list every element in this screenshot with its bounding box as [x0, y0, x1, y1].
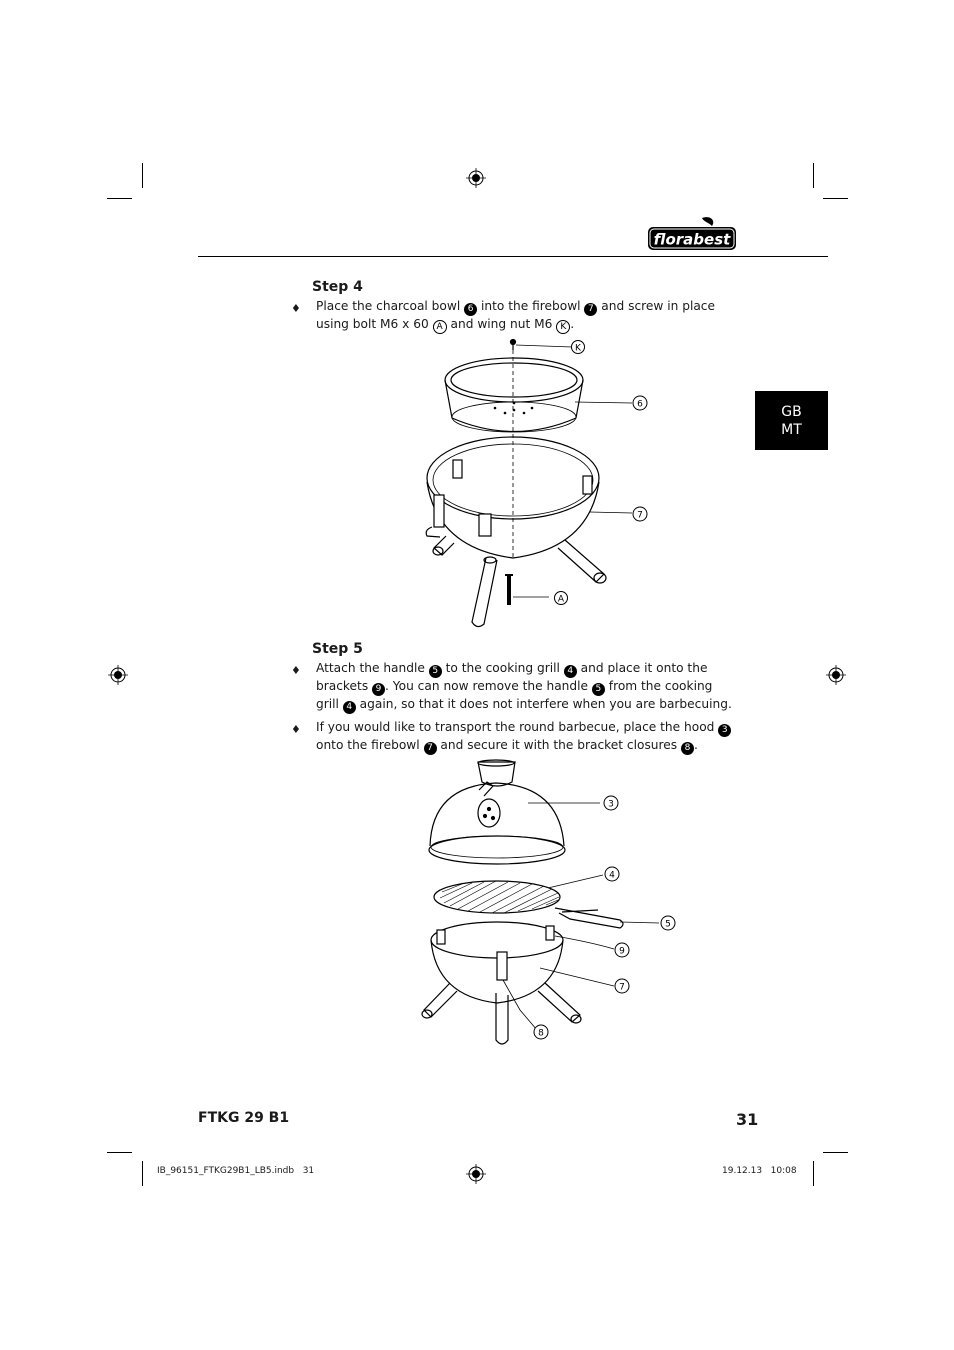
registration-mark-icon: [466, 168, 486, 188]
model-number: FTKG 29 B1: [198, 1110, 290, 1126]
step4-assembly-illustration: K 6 7 A: [425, 338, 648, 628]
callout-label: 9: [619, 947, 625, 957]
bullet-icon: ♦: [291, 302, 301, 315]
part-letter-badge: K: [556, 320, 571, 334]
part-letter-badge: A: [432, 320, 447, 334]
page-number: 31: [736, 1110, 759, 1129]
slug-file-name: IB_96151_FTKG29B1_LB5.indb 31: [157, 1166, 315, 1176]
header-rule: [198, 256, 828, 257]
crop-mark: [823, 198, 848, 199]
crop-mark: [142, 163, 143, 188]
logo-text: florabest: [654, 231, 731, 249]
crop-mark: [142, 1161, 143, 1186]
part-number-badge: 5: [428, 665, 442, 678]
crop-mark: [107, 198, 132, 199]
callout-label: K: [575, 344, 582, 354]
bullet-icon: ♦: [291, 664, 301, 677]
part-number-badge: 5: [591, 683, 605, 696]
step5-instruction-2: If you would like to transport the round…: [316, 719, 736, 755]
part-number-badge: 9: [372, 683, 386, 696]
crop-mark: [813, 1161, 814, 1186]
callout-label: 6: [637, 400, 643, 410]
step5-instruction-1: Attach the handle 5 to the cooking grill…: [316, 661, 732, 714]
crop-mark: [107, 1152, 132, 1153]
florabest-logo: florabest: [646, 216, 738, 252]
callout-label: 7: [637, 511, 643, 521]
step4-instruction: Place the charcoal bowl 6 into the fireb…: [316, 299, 716, 334]
callout-label: 7: [619, 983, 625, 993]
part-number-badge: 4: [563, 665, 577, 678]
registration-mark-icon: [466, 1164, 486, 1184]
slug-date-time: 19.12.13 10:08: [722, 1166, 797, 1176]
registration-mark-icon: [826, 665, 846, 685]
callout-label: 5: [665, 920, 671, 930]
step5-heading: Step 5: [312, 641, 363, 657]
part-number-badge: 6: [464, 303, 478, 316]
registration-mark-icon: [108, 665, 128, 685]
part-number-badge: 7: [423, 742, 437, 755]
language-tab: GB MT: [755, 391, 828, 450]
part-number-badge: 8: [681, 742, 694, 755]
step4-heading: Step 4: [312, 279, 363, 295]
step5-assembly-illustration: 3 4 5 9 7 8: [421, 759, 676, 1045]
bullet-icon: ♦: [291, 723, 301, 736]
part-number-badge: 4: [342, 701, 356, 714]
callout-label: A: [558, 595, 565, 605]
part-number-badge: 7: [584, 303, 598, 316]
language-code-mt: MT: [781, 422, 802, 438]
part-number-badge: 3: [718, 724, 732, 737]
crop-mark: [813, 163, 814, 188]
callout-label: 3: [608, 800, 614, 810]
language-code-gb: GB: [781, 404, 802, 420]
callout-label: 8: [538, 1029, 544, 1039]
callout-label: 4: [609, 871, 615, 881]
crop-mark: [823, 1152, 848, 1153]
